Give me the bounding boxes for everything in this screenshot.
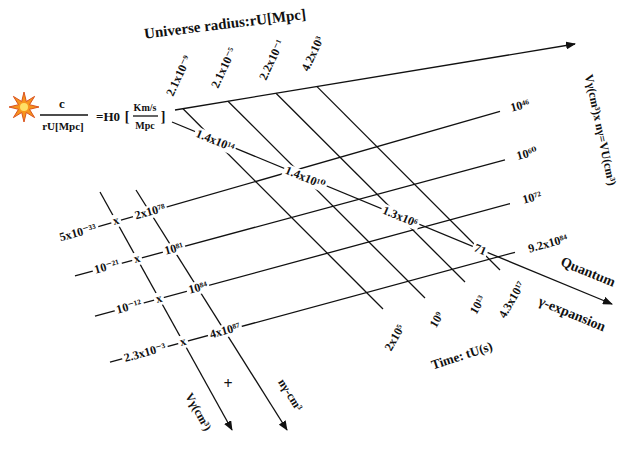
photon-count-value: 2x10⁷⁸ bbox=[131, 201, 168, 223]
formula-text: ] bbox=[159, 109, 168, 124]
grid-lines bbox=[40, 44, 612, 430]
radius-value: 4.2x10³ bbox=[298, 33, 327, 75]
time-value: 2x10⁵ bbox=[381, 321, 408, 355]
formula-text: Mpc bbox=[133, 120, 156, 131]
volume-value: 9.2x10⁸⁴ bbox=[525, 232, 571, 257]
formula-text: [ bbox=[123, 109, 132, 124]
volume-value: 10⁶⁰ bbox=[513, 144, 540, 163]
volume-line bbox=[110, 252, 515, 362]
time-line bbox=[183, 109, 383, 309]
plus-sign: + bbox=[221, 375, 234, 393]
times-sign: x bbox=[109, 213, 122, 228]
axis-title: Universe radius:rU[Mpc] bbox=[141, 6, 309, 43]
big-bang-star bbox=[9, 92, 39, 122]
radius-value: 2.1x10⁻⁹ bbox=[163, 52, 195, 100]
photon-volume-value: 10⁻¹² bbox=[113, 297, 145, 318]
time-value: 10¹³ bbox=[466, 292, 489, 319]
fraction-bar bbox=[133, 115, 158, 116]
photon-count-value: 10⁸¹ bbox=[161, 240, 187, 259]
axis-title: Vγ(cm³)x nγ=VU(cm³) bbox=[581, 71, 618, 189]
formula-text: c bbox=[57, 97, 67, 111]
formula-text: =H0 bbox=[94, 110, 122, 124]
photon-count-value: 10⁸⁴ bbox=[185, 279, 211, 298]
axis-title: Vγ(cm³) bbox=[181, 389, 214, 435]
photon-volume-value: 2.3x10⁻³ bbox=[121, 340, 170, 365]
hubble-value: 1.3x10⁶ bbox=[379, 203, 422, 231]
radius-value: 2.1x10⁻⁵ bbox=[208, 44, 240, 92]
hubble-value: 1.4x10¹⁴ bbox=[192, 126, 238, 155]
formula-text: rU[Mpc] bbox=[40, 120, 86, 132]
photon-volume-value: 5x10⁻³³ bbox=[56, 221, 100, 245]
axis-title: Time: tU(s) bbox=[428, 339, 497, 374]
times-sign: x bbox=[130, 251, 143, 266]
time-value: 10⁹ bbox=[426, 308, 447, 332]
times-sign: x bbox=[176, 334, 189, 349]
volume-line bbox=[75, 160, 505, 276]
star-core bbox=[20, 103, 28, 111]
time-value: 4.3x10¹⁷ bbox=[495, 278, 529, 323]
time-line bbox=[228, 101, 425, 298]
times-sign: x bbox=[152, 291, 165, 306]
fraction-bar bbox=[40, 114, 88, 115]
formula-text: Km/s bbox=[132, 102, 159, 113]
radius-value: 2.2x10⁻¹ bbox=[256, 36, 288, 84]
volume-value: 10⁷² bbox=[519, 189, 545, 208]
volume-value: 10⁴⁶ bbox=[507, 97, 533, 116]
photon-density-axis bbox=[136, 190, 287, 430]
photon-volume-value: 10⁻²¹ bbox=[91, 257, 123, 278]
time-line bbox=[317, 87, 500, 270]
volume-line bbox=[95, 204, 510, 317]
photon-count-value: 4x10⁸⁷ bbox=[206, 320, 243, 342]
time-line bbox=[276, 93, 465, 282]
axis-title: nγ-cm³ bbox=[274, 375, 306, 415]
hubble-axis bbox=[172, 122, 612, 304]
volume-line bbox=[60, 111, 500, 237]
